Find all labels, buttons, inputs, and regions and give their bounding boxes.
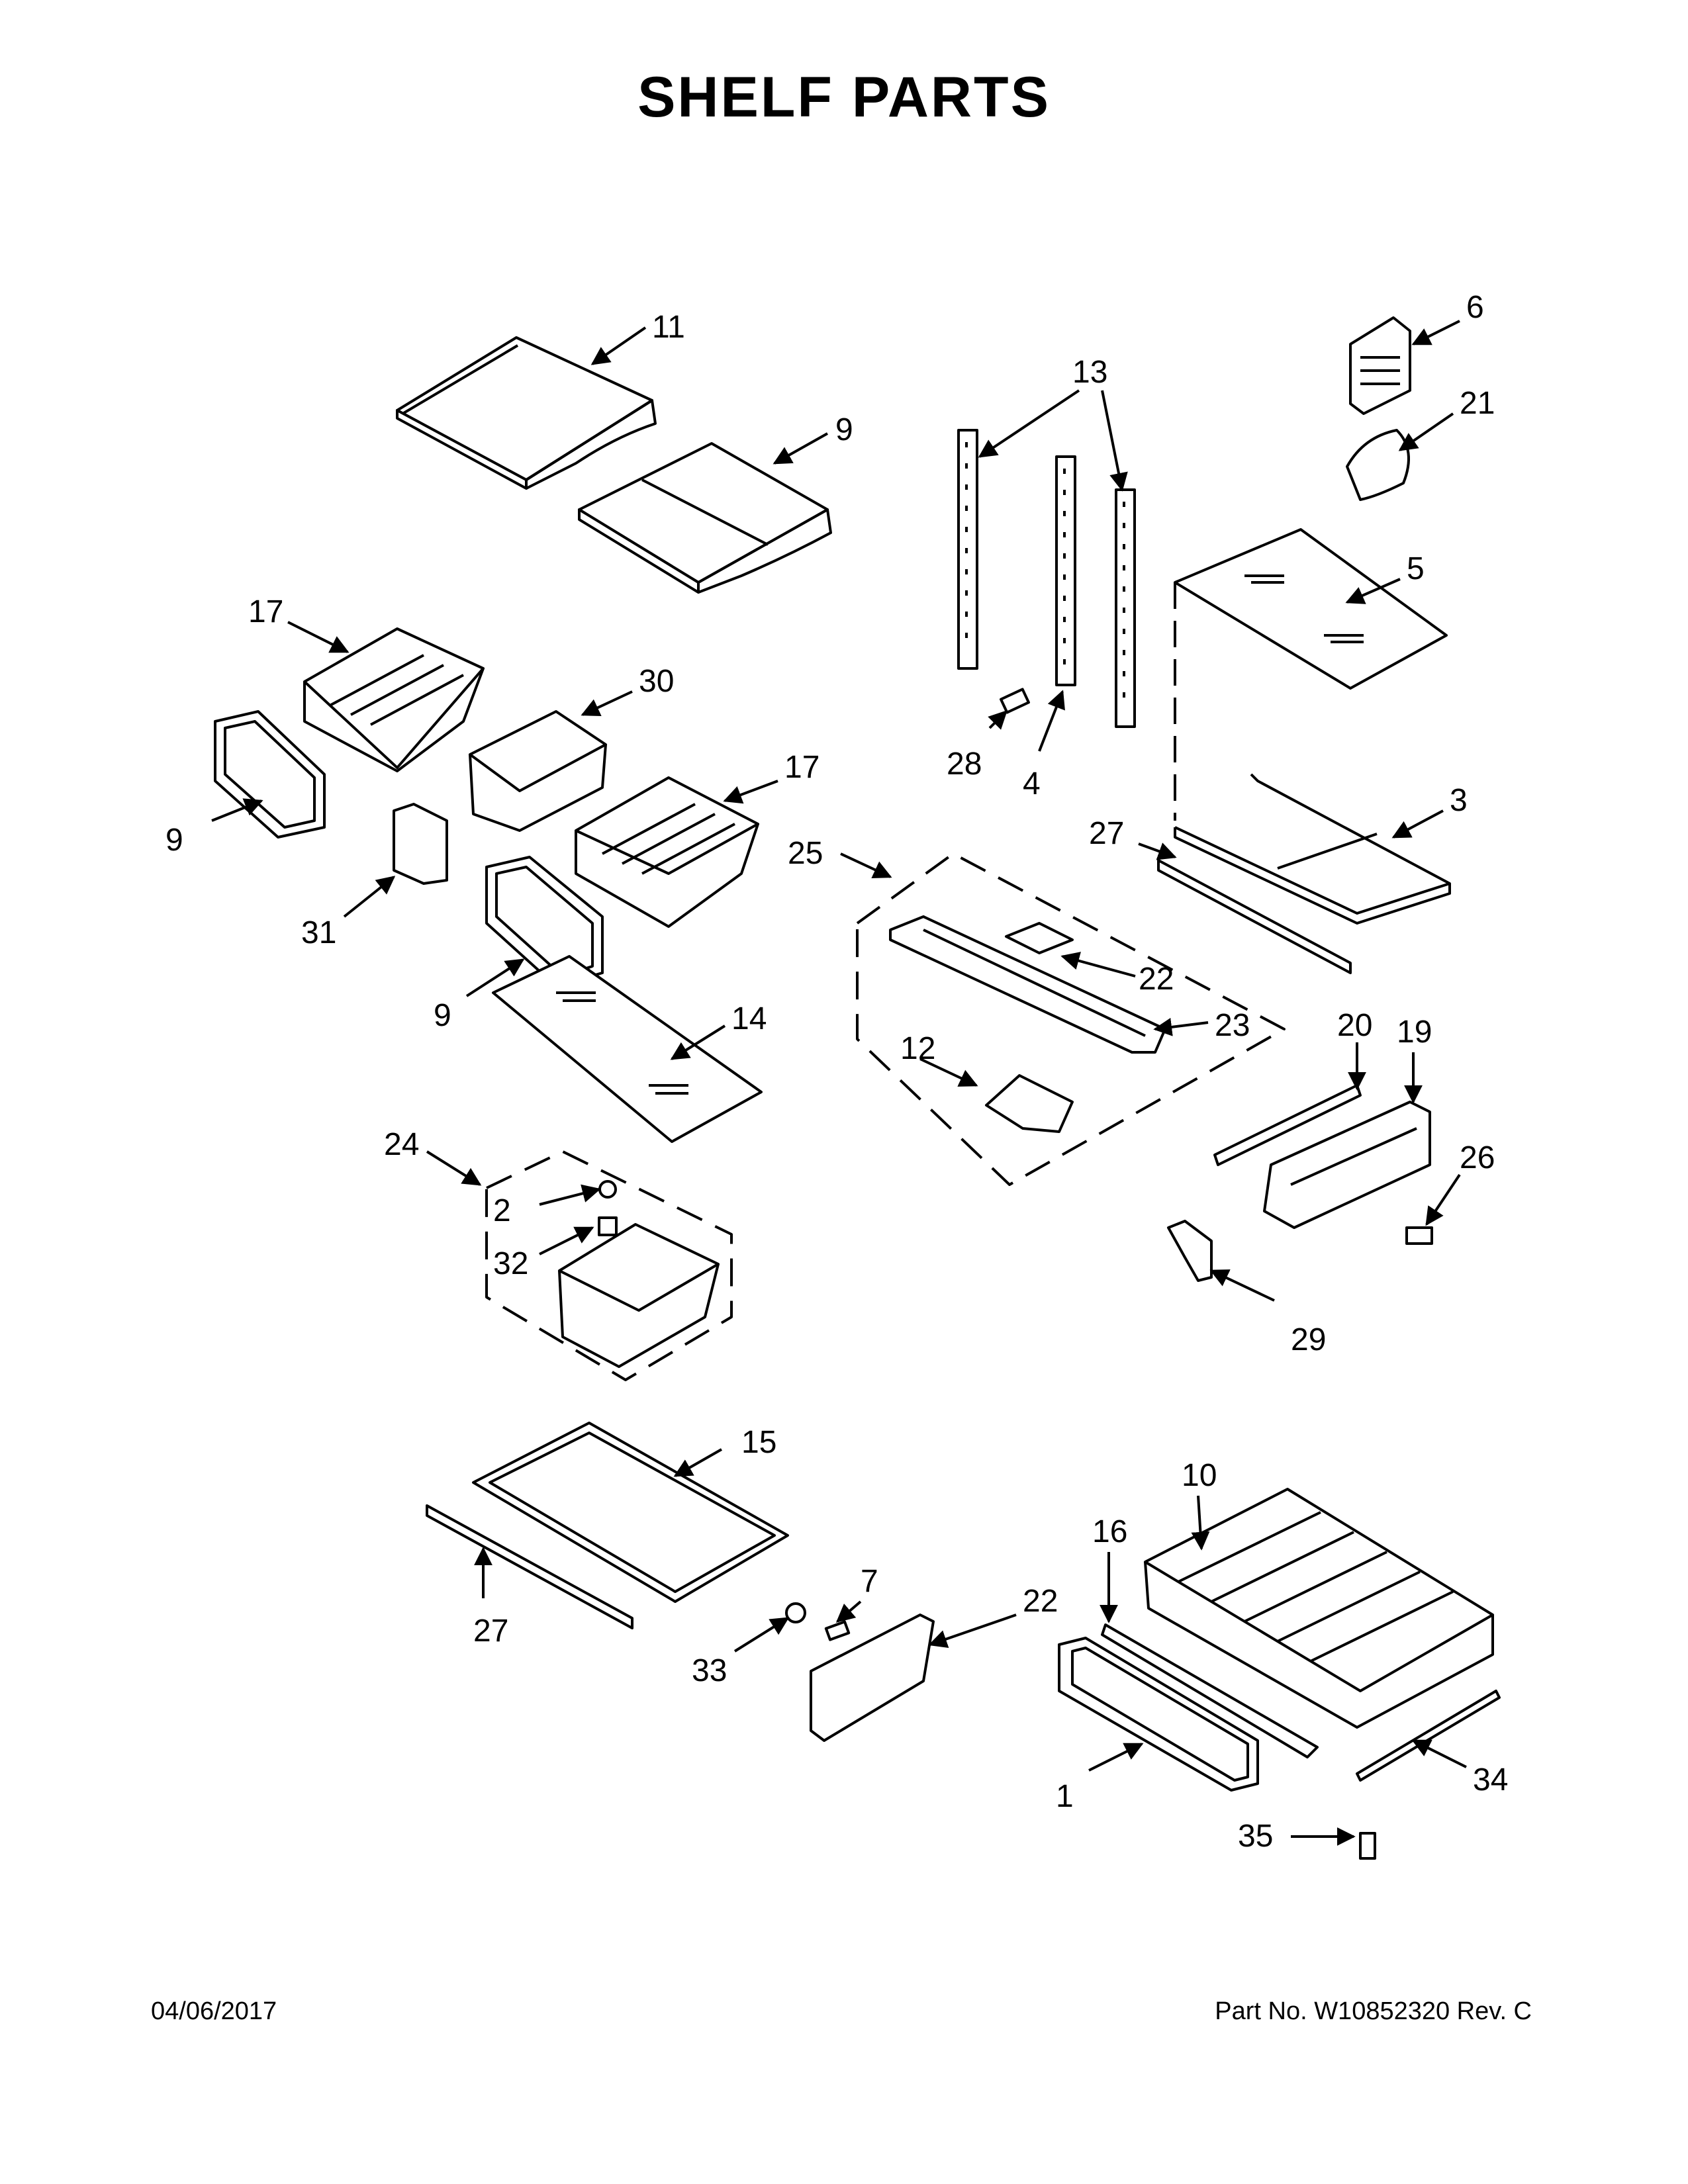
part-4-ladder-center xyxy=(1055,455,1076,686)
part-35-screw xyxy=(1359,1832,1376,1860)
drawer-assembly-24 xyxy=(558,1223,720,1368)
callout-13: 13 xyxy=(1072,355,1107,390)
callout-10: 10 xyxy=(1182,1458,1217,1493)
part-32-latch xyxy=(598,1216,618,1236)
part-29-clip xyxy=(1167,1220,1213,1282)
callout-14: 14 xyxy=(731,1001,767,1036)
callout-16: 16 xyxy=(1092,1514,1127,1549)
part-28-screw xyxy=(1000,688,1030,714)
part-30-small-bin xyxy=(469,710,607,832)
part-19-slide xyxy=(1213,1084,1362,1166)
callout-9-upper: 9 xyxy=(165,823,183,858)
callout-30: 30 xyxy=(639,664,674,699)
callout-25: 25 xyxy=(788,836,823,871)
part-21-bracket xyxy=(810,1614,935,1742)
part-7-screw xyxy=(824,1620,851,1641)
callout-33: 33 xyxy=(692,1653,727,1688)
callout-31: 31 xyxy=(301,915,336,950)
part-20-lens xyxy=(1346,429,1410,501)
part-15-shelf-frame xyxy=(472,1422,789,1603)
callout-22: 22 xyxy=(1139,962,1174,997)
part-1-drawer-front xyxy=(1058,1637,1259,1792)
part-23-frame xyxy=(889,915,1166,1054)
callout-18: 19 xyxy=(1397,1015,1432,1050)
callout-27-lower: 27 xyxy=(473,1614,508,1649)
part-5-glass-shelf xyxy=(1174,528,1448,821)
footer-date: 04/06/2017 xyxy=(151,1997,277,2025)
callout-29: 29 xyxy=(1291,1322,1326,1357)
callout-28: 28 xyxy=(947,747,982,782)
part-13-ladder-left xyxy=(957,429,978,670)
part-9-drawer-front-lower xyxy=(485,856,604,987)
callout-21: 22 xyxy=(1023,1584,1058,1619)
part-25-dashed-group xyxy=(856,852,1286,1186)
part-10-basket xyxy=(1144,1488,1494,1729)
part-14-glass-shelf xyxy=(492,955,763,1143)
part-34-rail xyxy=(1356,1690,1501,1782)
callout-19: 20 xyxy=(1337,1008,1372,1043)
callout-2: 2 xyxy=(493,1193,511,1228)
callout-12: 12 xyxy=(900,1031,935,1066)
callout-24: 24 xyxy=(384,1127,419,1162)
part-9-drawer-front-upper xyxy=(214,710,326,839)
callout-7: 7 xyxy=(861,1564,878,1599)
callout-32: 32 xyxy=(493,1246,528,1281)
callout-4: 4 xyxy=(1023,766,1041,801)
page-title: SHELF PARTS xyxy=(637,66,1051,129)
callout-27-upper: 27 xyxy=(1089,816,1124,851)
part-17-crisper-right xyxy=(575,776,759,928)
part-22-panel xyxy=(1005,922,1074,954)
callout-5: 5 xyxy=(1407,551,1425,586)
callout-11: 11 xyxy=(652,310,685,345)
part-3-shelf-frame xyxy=(1174,773,1451,925)
part-2-roller xyxy=(598,1180,617,1199)
part-31-divider xyxy=(393,803,448,885)
callout-15: 15 xyxy=(741,1425,776,1460)
callout-6: 6 xyxy=(1466,290,1484,325)
part-24-dashed-group xyxy=(485,1150,733,1381)
footer-part-number: Part No. W10852320 Rev. C xyxy=(1215,1997,1532,2025)
part-11-shelf xyxy=(396,336,657,490)
callout-34: 34 xyxy=(1473,1762,1508,1797)
part-26-screw xyxy=(1405,1226,1433,1245)
callout-17-right: 17 xyxy=(784,750,820,785)
callout-26: 26 xyxy=(1460,1140,1495,1175)
callout-8: 9 xyxy=(835,412,853,447)
part-27-trim-lower xyxy=(426,1504,633,1629)
callout-35: 35 xyxy=(1238,1819,1273,1854)
part-17-crisper-left xyxy=(303,627,485,772)
part-8-shelf xyxy=(578,442,832,594)
part-27-trim-upper xyxy=(1157,859,1352,974)
callout-1: 1 xyxy=(1056,1779,1074,1814)
callout-20: 21 xyxy=(1460,386,1495,421)
part-16-trim xyxy=(1101,1623,1319,1758)
callout-3: 3 xyxy=(1450,783,1468,818)
callout-9-lower: 9 xyxy=(434,998,451,1033)
part-33-cap xyxy=(785,1602,806,1623)
part-13-ladder-right xyxy=(1115,488,1136,728)
part-6-light-cover xyxy=(1349,316,1411,415)
callout-23: 23 xyxy=(1215,1008,1250,1043)
part-12-bracket xyxy=(985,1074,1074,1133)
callout-17-left: 17 xyxy=(248,594,283,629)
